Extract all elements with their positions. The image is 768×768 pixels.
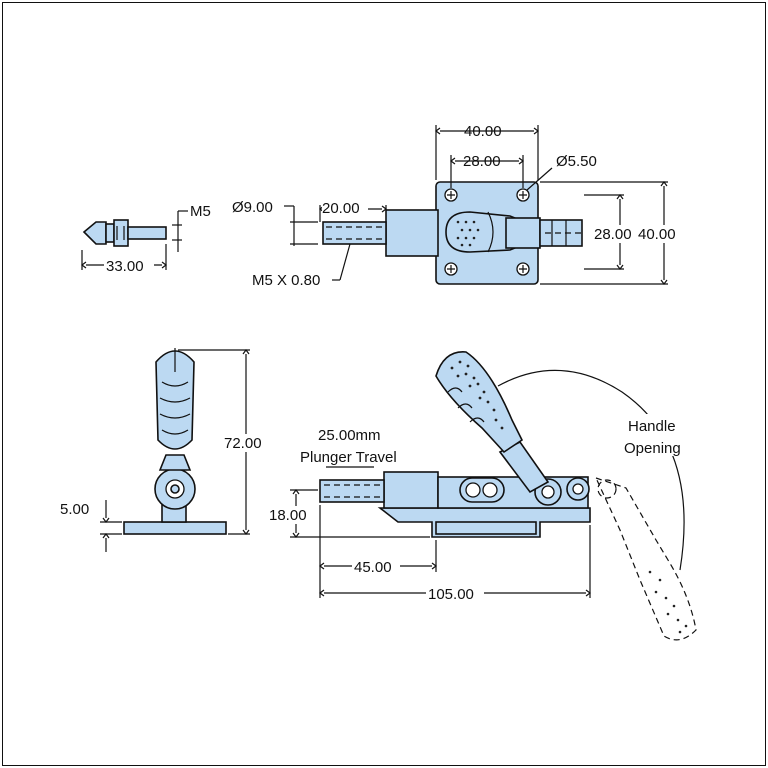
handle-opening-arc	[497, 369, 685, 571]
grip-texture-top	[456, 220, 480, 247]
clamp-side-view	[319, 351, 591, 538]
travel-text-label: Plunger Travel	[300, 449, 397, 466]
dim-72-label: 72.00	[224, 435, 262, 452]
grip-texture-open	[648, 570, 688, 634]
dim-28-top-label: 28.00	[463, 153, 501, 170]
grip-texture-side	[450, 360, 504, 430]
top-view-dimensions	[284, 125, 668, 285]
dim-5-label: 5.00	[60, 501, 89, 518]
clamp-top-view	[322, 181, 585, 285]
hole-diameter-label: Ø5.50	[556, 153, 597, 170]
diameter-9-label: Ø9.00	[232, 199, 273, 216]
plunger-bolt-view	[81, 210, 188, 270]
dim-40-top-label: 40.00	[464, 123, 502, 140]
handle-opening-line1: Handle	[628, 418, 676, 435]
dim-28-right-label: 28.00	[594, 226, 632, 243]
thread-spec-label: M5 X 0.80	[252, 272, 320, 289]
travel-value-label: 25.00mm	[318, 427, 381, 444]
handle-opening-line2: Opening	[624, 440, 681, 457]
dim-33-label: 33.00	[106, 258, 144, 275]
clamp-end-view	[123, 348, 227, 535]
handle-open-ghost	[594, 476, 697, 641]
dim-20-label: 20.00	[322, 200, 360, 217]
m5-label: M5	[190, 203, 211, 220]
dim-45-label: 45.00	[354, 559, 392, 576]
dim-105-label: 105.00	[428, 586, 474, 603]
dim-40-right-label: 40.00	[638, 226, 676, 243]
dim-18-label: 18.00	[269, 507, 307, 524]
